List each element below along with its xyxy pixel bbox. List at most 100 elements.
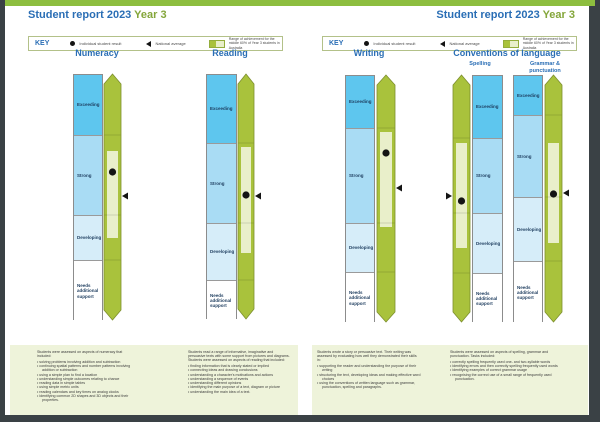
description-bullet-list: supporting the reader and understanding …: [317, 364, 421, 389]
student-result-dot: [382, 149, 390, 157]
national-average-marker: [563, 189, 569, 197]
description-bullet: connecting ideas and drawing conclusions: [188, 368, 290, 372]
band-label: Developing: [349, 245, 374, 251]
description-writing: Students wrote a story or persuasive tex…: [317, 350, 421, 390]
band-exceeding: Exceeding: [514, 76, 542, 116]
key-label: KEY: [329, 40, 344, 47]
description-numeracy: Students were assessed on aspects of num…: [37, 350, 137, 402]
page-top-accent-strip: [5, 0, 595, 6]
band-label: Exceeding: [476, 104, 499, 110]
band-developing: Developing: [207, 224, 236, 281]
achievement-bar-numeracy: [103, 73, 128, 321]
description-bullet: using the conventions of written languag…: [317, 381, 421, 389]
subject-subtitle-grammar-punctuation: Grammar & punctuation: [529, 61, 561, 74]
band-strong: Strong: [346, 129, 374, 224]
national-average-marker: [396, 184, 402, 192]
description-intro: Students were assessed on aspects of spe…: [450, 350, 549, 359]
band-label: Strong: [77, 172, 92, 178]
description-intro: Students wrote a story or persuasive tex…: [317, 350, 417, 363]
band-label: Developing: [476, 240, 501, 246]
band-developing: Developing: [74, 216, 102, 261]
student-result-dot-icon: [364, 41, 370, 46]
band-strong: Strong: [473, 139, 502, 214]
band-label: Strong: [476, 173, 491, 179]
band-needs-additional-support: Needs additional support: [514, 262, 542, 323]
range-swatch-icon: [502, 39, 519, 48]
band-label: Exceeding: [77, 102, 100, 108]
band-exceeding: Exceeding: [74, 75, 102, 136]
description-bullet: identifying the main purpose of a text, …: [188, 385, 290, 389]
band-label: Developing: [517, 226, 542, 232]
student-result-dot: [457, 197, 466, 205]
report-title: Student report 2023: [436, 9, 540, 21]
subject-subtitle-spelling: Spelling: [469, 61, 491, 67]
description-bullet: using a simple plan to find a location: [37, 373, 137, 377]
band-label: Strong: [210, 180, 225, 186]
band-strong: Strong: [207, 144, 236, 224]
description-bullet: understanding simple outcomes relating t…: [37, 377, 137, 381]
key-student-label: Individual student result: [373, 41, 416, 46]
description-bullet-list: solving problems involving addition and …: [37, 360, 137, 402]
band-strong: Strong: [514, 116, 542, 198]
student-result-dot: [242, 191, 250, 199]
description-bullet: reading data in simple tables: [37, 381, 137, 385]
band-label: Needs additional support: [517, 284, 539, 301]
description-bullet: understanding a character's motivations …: [188, 373, 290, 377]
national-average-triangle-icon: [146, 40, 152, 47]
achievement-bar-reading: [237, 73, 261, 320]
description-bullet: finding information that is clearly stat…: [188, 364, 290, 368]
key-range-label: Range of achievement for the middle 60% …: [228, 36, 280, 50]
subject-title-numeracy: Numeracy: [75, 48, 119, 58]
band-label: Developing: [77, 235, 102, 241]
band-exceeding: Exceeding: [346, 76, 374, 129]
description-bullet: identifying errors and then correctly sp…: [450, 364, 567, 368]
description-bullet: continuing spatial patterns and number p…: [37, 364, 137, 372]
page-title-left: Student report 2023 Year 3: [28, 9, 167, 21]
description-bullet: supporting the reader and understanding …: [317, 364, 421, 372]
student-result-dot: [549, 190, 558, 198]
description-bullet: understanding the main idea of a text.: [188, 390, 290, 394]
description-bullet: using simple metric units: [37, 385, 137, 389]
description-conventions-of-language: Students were assessed on aspects of spe…: [450, 350, 567, 381]
report-year: Year 3: [134, 9, 167, 21]
band-label: Exceeding: [349, 99, 372, 105]
middle-60-range: [380, 132, 392, 227]
band-label: Developing: [210, 249, 235, 255]
description-bullet: recognising the correct use of a small r…: [450, 373, 567, 381]
description-bullet: solving problems involving addition and …: [37, 360, 137, 364]
description-intro: Students were assessed on aspects of num…: [37, 350, 123, 359]
legend-key-left: KEY Individual student result National a…: [28, 36, 283, 51]
middle-60-range: [107, 151, 118, 238]
key-label: KEY: [35, 40, 50, 47]
description-reading: Students read a range of informative, im…: [188, 350, 290, 394]
band-label: Needs additional support: [349, 290, 371, 306]
achievement-bar-spelling: [446, 74, 471, 323]
description-bullet: understanding different opinions: [188, 381, 290, 385]
description-bullet: identifying examples of correct grammar …: [450, 368, 567, 372]
description-bullet-list: finding information that is clearly stat…: [188, 364, 290, 394]
band-needs-additional-support: Needs additional support: [346, 273, 374, 323]
band-exceeding: Exceeding: [473, 76, 502, 139]
middle-60-range: [241, 147, 251, 253]
band-label: Strong: [517, 153, 532, 159]
range-swatch-icon: [208, 39, 225, 48]
subject-title-writing: Writing: [353, 48, 385, 58]
band-developing: Developing: [346, 224, 374, 273]
band-label: Needs additional support: [210, 292, 232, 309]
student-result-dot: [108, 168, 117, 176]
band-label: Needs additional support: [77, 283, 99, 299]
description-intro: Students read a range of informative, im…: [188, 350, 290, 363]
subject-title-reading: Reading: [212, 48, 248, 58]
middle-60-range: [456, 143, 467, 248]
description-bullet-list: correctly spelling frequently used one- …: [450, 360, 567, 381]
band-strong: Strong: [74, 136, 102, 216]
description-bullet: structuring the text, developing ideas a…: [317, 373, 421, 381]
legend-key-right: KEY Individual student result National a…: [322, 36, 577, 51]
band-needs-additional-support: Needs additional support: [207, 281, 236, 320]
student-result-dot-icon: [70, 41, 76, 46]
band-needs-additional-support: Needs additional support: [473, 274, 502, 323]
